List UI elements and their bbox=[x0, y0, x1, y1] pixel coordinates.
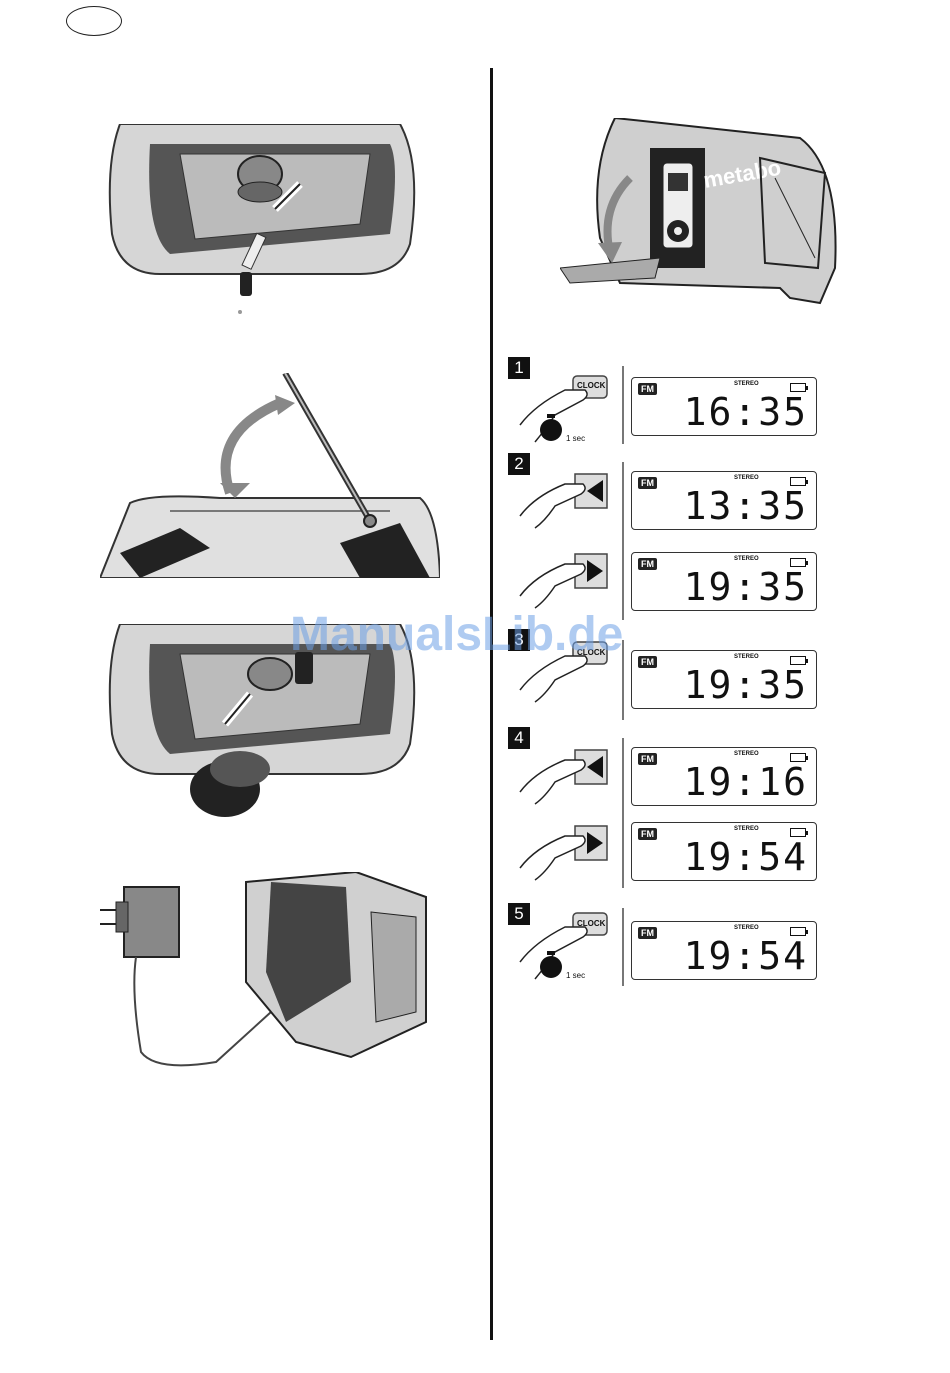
battery-compartment-figure bbox=[100, 124, 422, 319]
hand-press-left-arrow-icon bbox=[515, 742, 615, 806]
lcd-display: FM STEREO 19:54 bbox=[631, 921, 817, 980]
fm-badge: FM bbox=[638, 828, 657, 840]
step-separator bbox=[622, 366, 624, 444]
lcd-display: FM STEREO 19:35 bbox=[631, 650, 817, 709]
fm-badge: FM bbox=[638, 558, 657, 570]
lcd-display: FM STEREO 13:35 bbox=[631, 471, 817, 530]
ipod-dock-figure: metabo bbox=[560, 118, 844, 312]
fm-badge: FM bbox=[638, 477, 657, 489]
hold-duration: 1 sec bbox=[566, 434, 585, 443]
watermark: ManualsLib.de bbox=[290, 607, 623, 662]
stereo-indicator: STEREO bbox=[734, 381, 759, 387]
hand-press-right-arrow-icon bbox=[515, 546, 615, 610]
lcd-time: 19:54 bbox=[684, 837, 808, 877]
lcd-time: 19:35 bbox=[684, 665, 808, 705]
clock-button-label: CLOCK bbox=[577, 381, 605, 390]
stereo-indicator: STEREO bbox=[734, 751, 759, 757]
lcd-display: FM STEREO 19:54 bbox=[631, 822, 817, 881]
stereo-indicator: STEREO bbox=[734, 826, 759, 832]
antenna-figure bbox=[100, 373, 440, 578]
hold-duration: 1 sec bbox=[566, 971, 585, 980]
lcd-display: FM STEREO 16:35 bbox=[631, 377, 817, 436]
hand-press-left-arrow-icon bbox=[515, 466, 615, 530]
power-adapter-figure bbox=[96, 872, 436, 1077]
stereo-indicator: STEREO bbox=[734, 925, 759, 931]
fm-badge: FM bbox=[638, 383, 657, 395]
clock-button-label: CLOCK bbox=[577, 919, 605, 928]
step-separator bbox=[622, 908, 624, 986]
stereo-indicator: STEREO bbox=[734, 556, 759, 562]
hand-press-right-arrow-icon bbox=[515, 818, 615, 882]
fm-badge: FM bbox=[638, 656, 657, 668]
column-divider bbox=[490, 68, 493, 1340]
lcd-display: FM STEREO 19:35 bbox=[631, 552, 817, 611]
language-oval bbox=[66, 6, 122, 36]
lcd-display: FM STEREO 19:16 bbox=[631, 747, 817, 806]
step-separator bbox=[622, 738, 624, 888]
step-separator bbox=[622, 462, 624, 620]
stereo-indicator: STEREO bbox=[734, 654, 759, 660]
lcd-time: 19:16 bbox=[684, 762, 808, 802]
lcd-time: 19:54 bbox=[684, 936, 808, 976]
fm-badge: FM bbox=[638, 927, 657, 939]
fm-badge: FM bbox=[638, 753, 657, 765]
stereo-indicator: STEREO bbox=[734, 475, 759, 481]
lcd-time: 19:35 bbox=[684, 567, 808, 607]
lcd-time: 13:35 bbox=[684, 486, 808, 526]
lcd-time: 16:35 bbox=[684, 392, 808, 432]
